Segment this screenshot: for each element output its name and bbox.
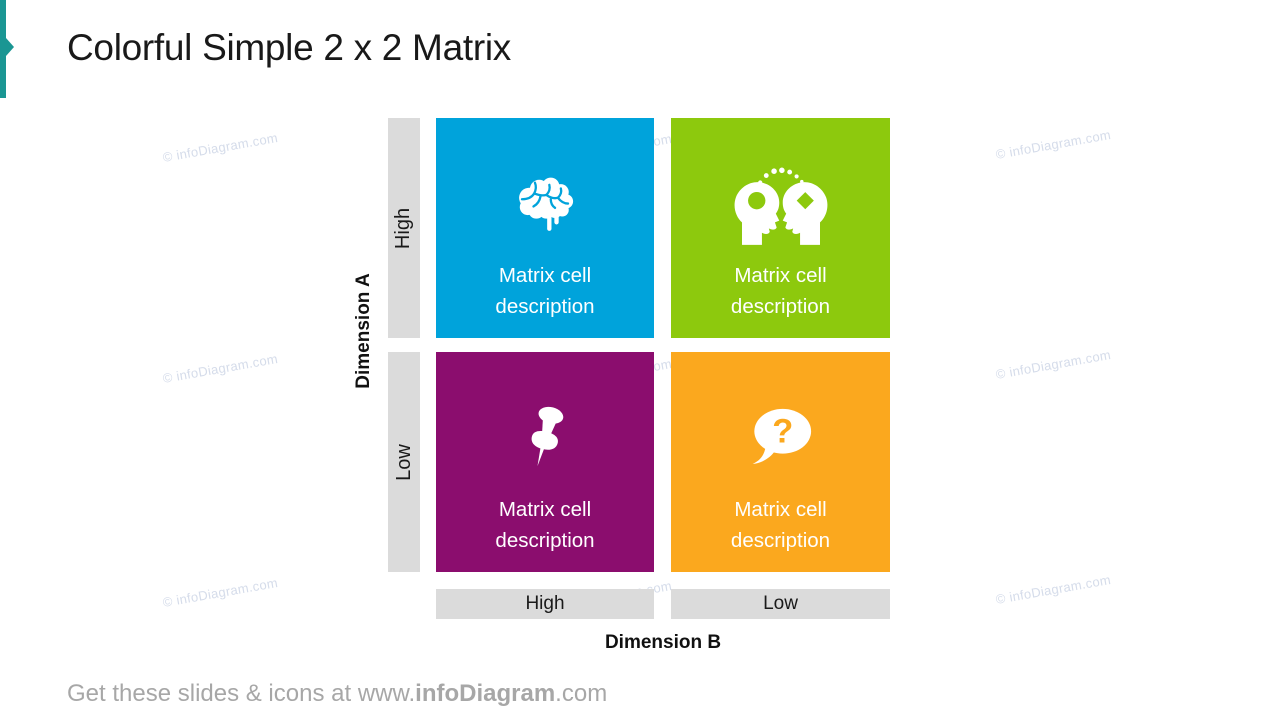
talking-heads-icon <box>734 167 827 245</box>
footer-suffix: .com <box>555 680 608 707</box>
matrix-cell-label: Matrix cell description <box>495 264 595 318</box>
brain-icon <box>519 177 574 231</box>
watermark: © infoDiagram.com <box>161 350 279 387</box>
push-pin-icon <box>531 406 564 467</box>
x-axis-low-label: Low <box>763 593 798 614</box>
x-axis-high-bar: High <box>436 589 654 619</box>
matrix-cell-label: Matrix cell description <box>730 498 831 552</box>
question-bubble-icon: ? <box>752 408 811 464</box>
footer-credit: Get these slides & icons at www.infoDiag… <box>67 680 607 708</box>
y-axis-low-label: Low <box>392 443 415 481</box>
y-axis-title: Dimension A <box>353 273 374 389</box>
page-title: Colorful Simple 2 x 2 Matrix <box>67 27 511 68</box>
y-axis-high-bar: High <box>388 118 420 338</box>
y-axis-low-bar: Low <box>388 352 420 572</box>
footer-brand: infoDiagram <box>415 680 556 707</box>
matrix-cell-top-right: Matrix cell description <box>671 118 890 338</box>
watermark: © infoDiagram.com <box>161 129 279 166</box>
matrix-cell-label: Matrix cell description <box>495 498 595 552</box>
watermark: © infoDiagram.com <box>994 346 1112 383</box>
matrix-cell-label: Matrix cell description <box>730 264 831 318</box>
matrix-cell-top-left: Matrix cell description <box>436 118 654 338</box>
matrix-cell-bottom-right: ? Matrix cell description <box>671 352 890 572</box>
matrix-cell-bottom-left: Matrix cell description <box>436 352 654 572</box>
footer-prefix: Get these slides & icons at www. <box>67 680 416 707</box>
x-axis-high-label: High <box>525 593 565 614</box>
x-axis-low-bar: Low <box>671 589 890 619</box>
accent-chevron-icon <box>6 38 14 56</box>
svg-text:?: ? <box>772 412 793 450</box>
watermark: © infoDiagram.com <box>994 126 1112 163</box>
watermark: © infoDiagram.com <box>994 571 1112 608</box>
x-axis-title: Dimension B <box>604 632 722 653</box>
watermark: © infoDiagram.com <box>161 574 279 611</box>
accent-bar <box>0 0 6 98</box>
y-axis-high-label: High <box>392 207 415 249</box>
